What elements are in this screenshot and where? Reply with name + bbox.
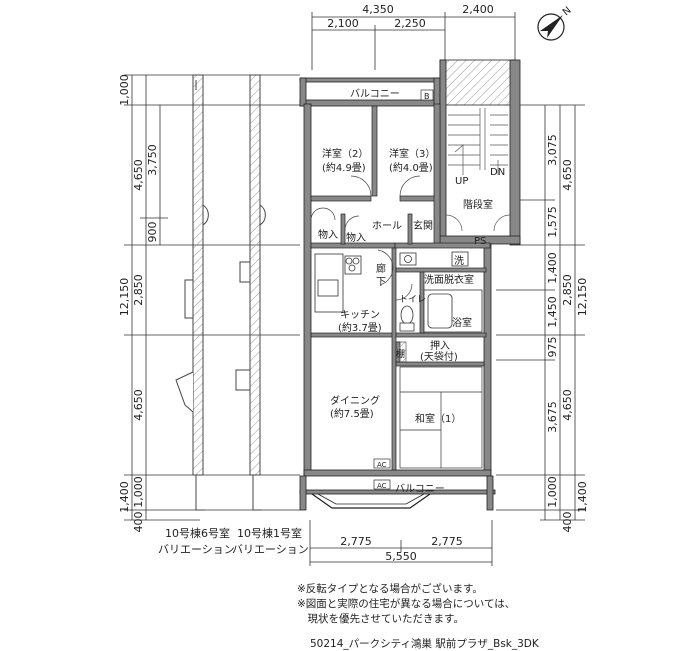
dim-top-2100: 2,100 (327, 17, 359, 30)
balcony-top-label: バルコニー (350, 88, 400, 100)
dim-top-2400: 2,400 (462, 3, 494, 16)
dim-right-1450: 1,450 (546, 296, 559, 328)
tatami-mats (399, 366, 483, 469)
oshiire-label: 押入 (430, 339, 450, 352)
interior-walls (310, 103, 491, 471)
footer-code: 50214_パークシティ鴻巣 駅前プラザ_Bsk_3DK (310, 638, 539, 650)
note-line-3: 現状を優先させていただきます。 (297, 613, 464, 625)
left-dimensions (124, 74, 300, 521)
dining-name: ダイニング (330, 394, 380, 407)
shelf-hatch (395, 341, 407, 363)
western2-name: 洋室（2） (322, 147, 368, 160)
kitchen-size: (約3.7畳) (338, 321, 382, 334)
staircase-up: UP (455, 176, 468, 187)
staircase (439, 59, 521, 246)
dim-right-2850: 2,850 (561, 274, 574, 306)
top-dimensions (311, 12, 516, 70)
dim-left-3750: 3,750 (146, 144, 159, 176)
dim-bottom-5550: 5,550 (385, 550, 417, 563)
shelf-label: 棚 (396, 348, 405, 360)
kitchen-name: キッチン (340, 309, 380, 321)
western3-size: (約4.0畳) (389, 161, 433, 174)
dim-bottom-2775-b: 2,775 (431, 535, 463, 548)
b-mark: B (424, 92, 430, 101)
washroom-label: 洗面脱衣室 (424, 273, 474, 286)
door-swings (310, 175, 421, 301)
dim-right-4650-bottom: 4,650 (561, 389, 574, 421)
dim-top-4350: 4,350 (362, 3, 394, 16)
ac1-label: AC (377, 461, 387, 469)
dim-left-12150: 12,150 (118, 278, 131, 317)
bath-fixtures (399, 251, 483, 333)
compass-north-label: N (561, 5, 574, 18)
dim-bottom-2775-a: 2,775 (340, 535, 372, 548)
dim-right-975: 975 (546, 337, 559, 358)
dim-right-1575: 1,575 (546, 206, 559, 238)
balcony-wall-right (486, 475, 494, 511)
variation-strip-6 (175, 74, 209, 511)
kitchen-counter (314, 253, 362, 313)
bottom-balcony-rail (311, 493, 431, 509)
staircase-dn: DN (490, 167, 505, 178)
closet1-label: 物入 (318, 228, 338, 241)
dim-right-12150: 12,150 (576, 278, 589, 317)
dim-right-1400-bottom: 1,400 (576, 481, 589, 513)
oshiire-sub-label: (天袋付) (420, 350, 458, 363)
ps-label: PS (474, 236, 486, 247)
variation-6-line1: 10号棟6号室 (165, 526, 230, 540)
bottom-dimensions (309, 520, 493, 566)
dim-right-1000: 1,000 (546, 476, 559, 508)
bath-label: 浴室 (452, 316, 472, 329)
note-line-2: ※図面と実際の住宅が異なる場合については、 (297, 598, 516, 610)
dim-right-400: 400 (561, 512, 574, 533)
balcony-wall-left (299, 475, 307, 511)
western3-name: 洋室（3） (389, 147, 435, 160)
note-line-1: ※反転タイプとなる場合がございます。 (297, 583, 483, 595)
variation-1-line2: バリエーション (232, 543, 309, 556)
dim-left-900: 900 (146, 222, 159, 243)
dim-right-3675: 3,675 (546, 401, 559, 433)
dim-left-4650-bottom: 4,650 (132, 389, 145, 421)
ac-unit-2 (373, 479, 391, 490)
dim-left-2850: 2,850 (132, 274, 145, 306)
b-box (420, 89, 434, 101)
ac-unit-1 (373, 458, 391, 469)
staircase-label: 階段室 (463, 198, 493, 211)
variation-6-line2: バリエーション (158, 543, 235, 556)
dim-left-1000-bottom: 1,000 (132, 476, 145, 508)
dining-size: (約7.5畳) (330, 407, 374, 420)
dim-right-3075: 3,075 (546, 134, 559, 166)
ac2-label: AC (377, 482, 387, 490)
compass-ring (537, 13, 565, 41)
toilet-label: トイレ (399, 295, 426, 305)
dim-left-4650-top: 4,650 (132, 159, 145, 191)
bottom-balcony-rail-inner (317, 493, 425, 505)
washer-label: 洗 (454, 255, 464, 267)
dim-right-4650-top: 4,650 (561, 159, 574, 191)
compass: N (537, 5, 574, 41)
dim-left-1000-top: 1,000 (118, 74, 131, 106)
western2-size: (約4.9畳) (322, 161, 366, 174)
dim-left-400: 400 (132, 512, 145, 533)
washitsu-label: 和室（1） (415, 412, 461, 425)
corridor-label-1: 廊 (376, 262, 386, 275)
compass-needle-icon (540, 15, 563, 38)
closet2-label: 物入 (346, 231, 366, 244)
variation-strip-1 (235, 74, 266, 511)
entrance-label: 玄関 (413, 219, 433, 232)
dim-left-1400: 1,400 (118, 481, 131, 513)
balcony-bottom-label: バルコニー (395, 483, 445, 495)
corridor-label-2: 下 (376, 277, 386, 288)
right-dimensions (496, 104, 585, 521)
dim-top-2250: 2,250 (394, 17, 426, 30)
hall-label: ホール (372, 220, 402, 232)
variation-1-line1: 10号棟1号室 (237, 526, 302, 540)
dim-right-1400: 1,400 (546, 252, 559, 284)
